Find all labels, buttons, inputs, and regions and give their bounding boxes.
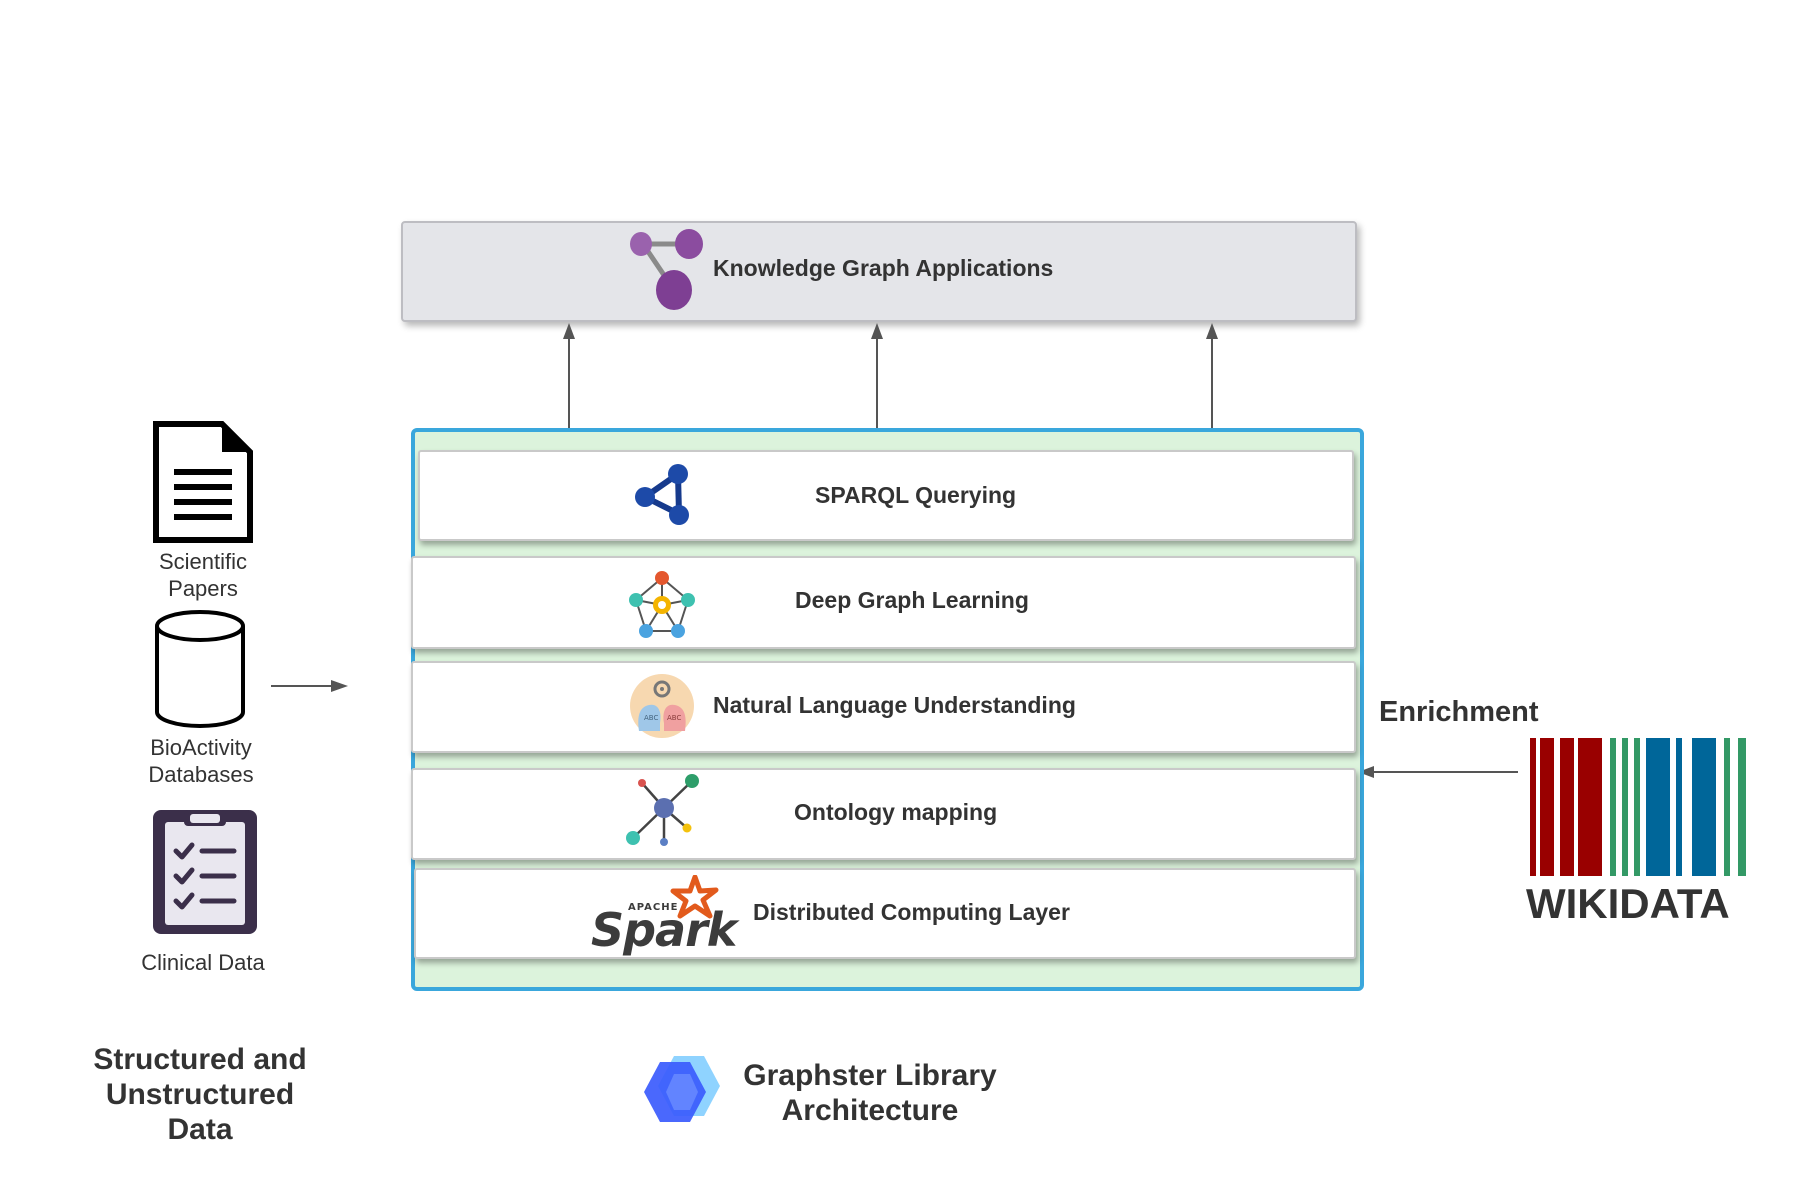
clipboard-checklist-icon	[153, 810, 257, 934]
graphster-logo-icon	[644, 1056, 720, 1122]
database-cylinder-icon	[155, 610, 245, 728]
document-icon	[153, 421, 253, 543]
layer-distributed-computing-label: Distributed Computing Layer	[753, 899, 1070, 925]
wikidata-barcode-icon	[1530, 738, 1746, 876]
enrichment-label: Enrichment	[1379, 696, 1539, 728]
layer-nlu	[411, 661, 1356, 753]
bioactivity-databases-label: BioActivity Databases	[148, 735, 254, 787]
spark-apache-text: APACHE	[628, 902, 679, 913]
ontology-hub-icon	[626, 774, 699, 846]
apache-spark-logo: APACHE Spark	[591, 873, 741, 957]
layer-distributed-computing	[414, 868, 1356, 959]
layer-deep-graph-learning	[411, 556, 1356, 649]
layer-ontology-mapping	[411, 768, 1356, 860]
knowledge-graph-applications-label: Knowledge Graph Applications	[713, 255, 1054, 281]
knowledge-graph-applications-box	[401, 221, 1357, 322]
clinical-data-label: Clinical Data	[141, 950, 265, 975]
wikidata-logo-text: WIKIDATA	[1526, 880, 1730, 927]
svg-text:ABC: ABC	[667, 714, 681, 722]
library-caption: Graphster Library Architecture	[743, 1059, 997, 1127]
graph-nodes-icon	[630, 229, 703, 310]
layer-nlu-label: Natural Language Understanding	[713, 692, 1076, 718]
spark-star-icon	[670, 875, 719, 919]
svg-text:ABC: ABC	[644, 714, 658, 722]
layer-sparql-label: SPARQL Querying	[815, 482, 1017, 508]
layer-ontology-mapping-label: Ontology mapping	[794, 799, 998, 825]
scientific-papers-label: Scientific Papers	[158, 549, 248, 601]
sparql-icon	[635, 464, 689, 525]
layer-sparql	[418, 450, 1354, 541]
nlu-heads-icon: ABC ABC	[630, 674, 694, 738]
sources-caption: Structured and Unstructured Data	[93, 1043, 307, 1146]
neural-graph-icon	[629, 571, 695, 638]
layer-deep-graph-learning-label: Deep Graph Learning	[795, 587, 1029, 613]
spark-word-text: Spark	[591, 903, 737, 957]
